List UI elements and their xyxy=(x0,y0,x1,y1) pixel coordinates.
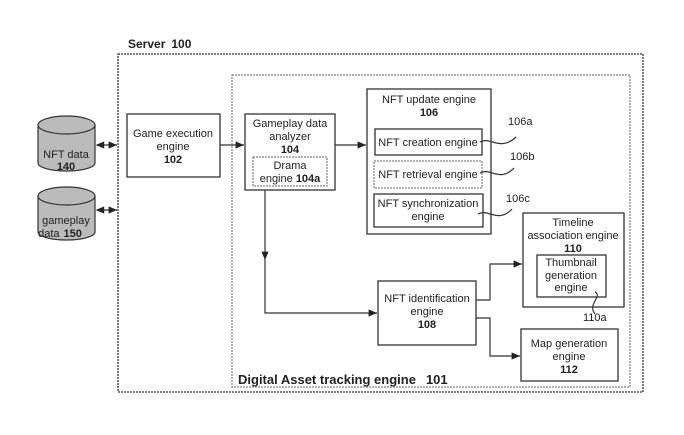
svg-text:Thumbnail: Thumbnail xyxy=(545,257,596,269)
svg-text:108: 108 xyxy=(418,319,436,331)
svg-text:106b: 106b xyxy=(510,151,534,163)
svg-text:engine 104a: engine 104a xyxy=(260,173,321,185)
svg-text:Game execution: Game execution xyxy=(133,128,213,140)
svg-text:Map generation: Map generation xyxy=(531,338,607,350)
svg-text:106: 106 xyxy=(420,107,438,119)
svg-text:engine: engine xyxy=(411,211,444,223)
svg-text:association engine: association engine xyxy=(527,230,618,242)
svg-text:NFT synchronization: NFT synchronization xyxy=(378,198,479,210)
svg-text:NFT data: NFT data xyxy=(43,149,90,161)
svg-text:NFT update engine: NFT update engine xyxy=(382,94,476,106)
svg-text:analyzer: analyzer xyxy=(269,131,311,143)
svg-text:NFT creation engine: NFT creation engine xyxy=(378,137,477,149)
svg-text:generation: generation xyxy=(545,270,597,282)
svg-text:110a: 110a xyxy=(583,312,608,324)
svg-text:112: 112 xyxy=(560,364,578,376)
svg-text:engine: engine xyxy=(156,141,189,153)
svg-text:Drama: Drama xyxy=(273,160,307,172)
svg-text:106a: 106a xyxy=(508,116,533,128)
svg-text:102: 102 xyxy=(164,154,182,166)
svg-text:engine: engine xyxy=(410,306,443,318)
svg-text:NFT retrieval engine: NFT retrieval engine xyxy=(378,169,477,181)
svg-text:Timeline: Timeline xyxy=(552,217,593,229)
svg-text:engine: engine xyxy=(552,351,585,363)
svg-text:140: 140 xyxy=(57,161,75,173)
svg-text:engine: engine xyxy=(554,282,587,294)
connector-arrows xyxy=(95,141,522,360)
svg-text:110: 110 xyxy=(564,243,582,255)
svg-text:106c: 106c xyxy=(506,193,530,205)
svg-text:Gameplay data: Gameplay data xyxy=(253,118,328,130)
svg-text:104: 104 xyxy=(281,144,300,156)
svg-text:gameplay: gameplay xyxy=(42,215,90,227)
svg-text:NFT identification: NFT identification xyxy=(384,293,469,305)
